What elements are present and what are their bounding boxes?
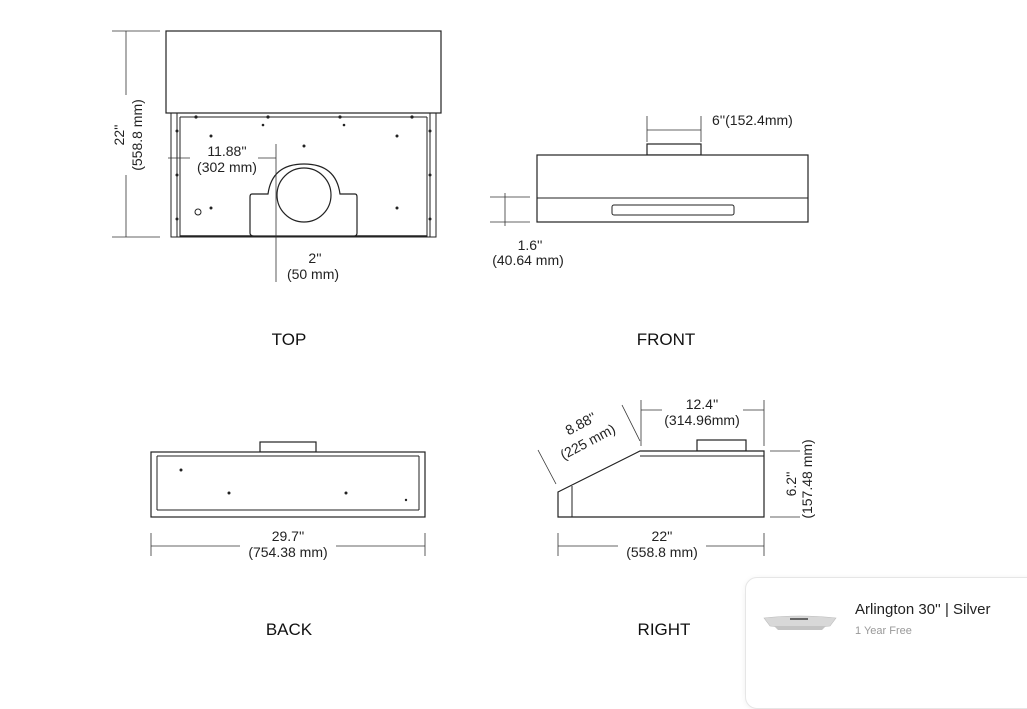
- front-view: 6''(152.4mm) 1.6'' (40.64 mm) FRONT: [490, 112, 809, 349]
- top-offset-mm: (302 mm): [197, 159, 257, 175]
- top-view-label: TOP: [272, 330, 307, 349]
- right-height-mm: (157.48 mm): [799, 439, 815, 518]
- right-top-mm: (314.96mm): [664, 412, 739, 428]
- top-height-in: 22'': [111, 125, 127, 146]
- front-height-in: 1.6'': [518, 237, 543, 253]
- top-height-mm: (558.8 mm): [129, 99, 145, 171]
- front-view-label: FRONT: [637, 330, 696, 349]
- product-card[interactable]: Arlington 30'' | Silver 1 Year Free: [745, 577, 1027, 709]
- right-depth-in: 22'': [652, 528, 673, 544]
- right-depth-mm: (558.8 mm): [626, 544, 698, 560]
- top-depth-mm: (50 mm): [287, 266, 339, 282]
- back-width-in: 29.7'': [272, 528, 305, 544]
- back-view: 29.7'' (754.38 mm) BACK: [150, 441, 426, 639]
- product-subtitle: 1 Year Free: [855, 625, 912, 637]
- front-collar-dim: 6''(152.4mm): [712, 112, 793, 128]
- top-view: 22'' (558.8 mm) 11.88'' (302 mm) 2'' (50…: [111, 30, 442, 349]
- front-height-mm: (40.64 mm): [492, 252, 564, 268]
- product-title: Arlington 30'' | Silver: [855, 601, 991, 618]
- right-top-in: 12.4'': [686, 396, 719, 412]
- back-view-label: BACK: [266, 620, 313, 639]
- back-width-mm: (754.38 mm): [248, 544, 327, 560]
- top-depth-in: 2'': [308, 250, 321, 266]
- right-height-in: 6.2'': [783, 472, 799, 497]
- product-thumbnail: [763, 615, 837, 630]
- top-offset-in: 11.88'': [207, 143, 246, 159]
- right-view-label: RIGHT: [638, 620, 691, 639]
